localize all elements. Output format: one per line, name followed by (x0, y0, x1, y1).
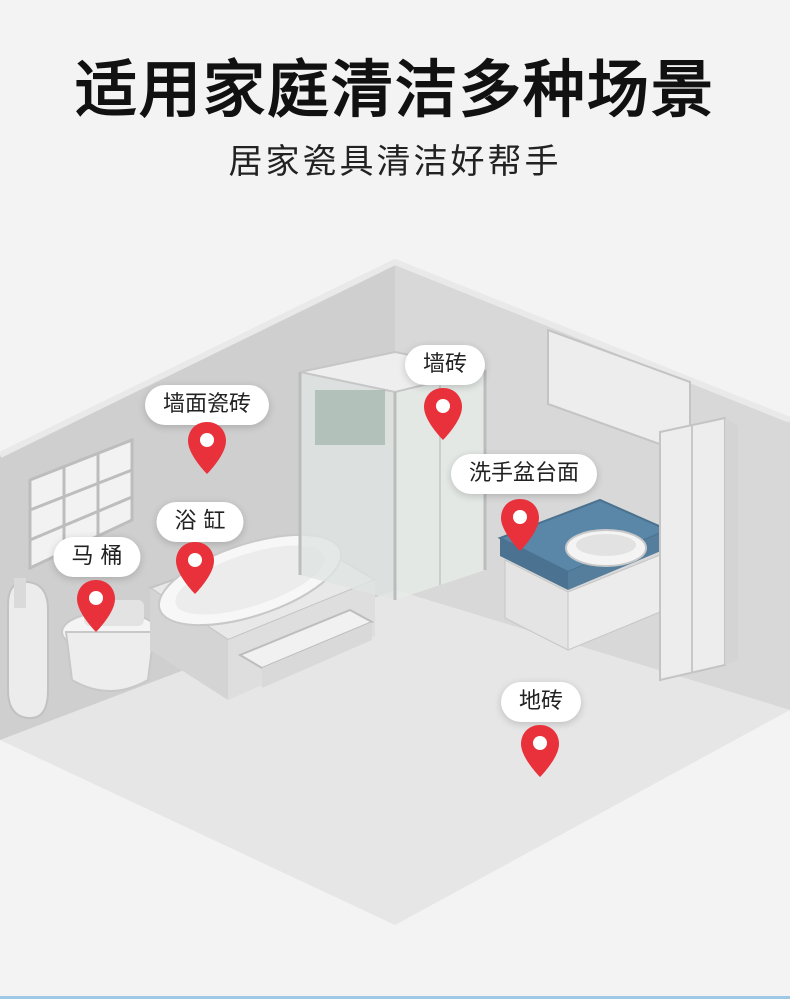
map-pin-icon (521, 725, 559, 777)
tall-cabinet (659, 416, 738, 682)
vanity (497, 498, 671, 651)
label-toilet: 马 桶 (53, 537, 141, 577)
label-floor-tile: 地砖 (500, 682, 582, 722)
bottom-divider (0, 996, 790, 999)
map-pin-icon (501, 499, 539, 551)
label-wall-surface-tile: 墙面瓷砖 (144, 385, 270, 425)
page-title: 适用家庭清洁多种场景 (74, 53, 715, 126)
step-bench (237, 608, 375, 688)
label-basin-counter: 洗手盆台面 (450, 454, 598, 494)
label-bathtub: 浴 缸 (156, 502, 244, 542)
map-pin-icon (77, 580, 115, 632)
map-pin-icon (424, 388, 462, 440)
shower-enclosure (298, 350, 487, 600)
map-pin-icon (176, 542, 214, 594)
window (28, 437, 134, 571)
map-pin-icon (188, 422, 226, 474)
label-wall-tile: 墙砖 (404, 345, 486, 385)
page-subtitle: 居家瓷具清洁好帮手 (228, 142, 562, 182)
urinal (7, 578, 49, 720)
